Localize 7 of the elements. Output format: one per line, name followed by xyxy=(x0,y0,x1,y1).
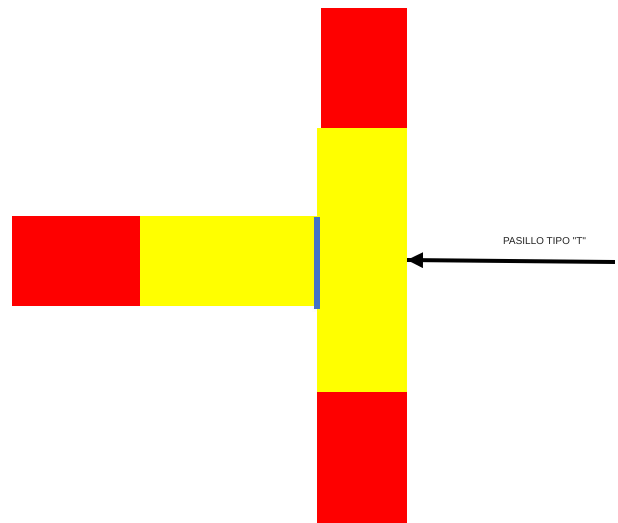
callout-label: PASILLO TIPO "T" xyxy=(503,236,586,247)
corridor-segment xyxy=(140,216,317,306)
corridor-end-block xyxy=(12,216,140,306)
leader-arrow xyxy=(406,252,616,268)
corridor-end-block xyxy=(321,8,407,128)
corridor-segment xyxy=(317,128,407,392)
corridor-end-block xyxy=(317,392,407,523)
